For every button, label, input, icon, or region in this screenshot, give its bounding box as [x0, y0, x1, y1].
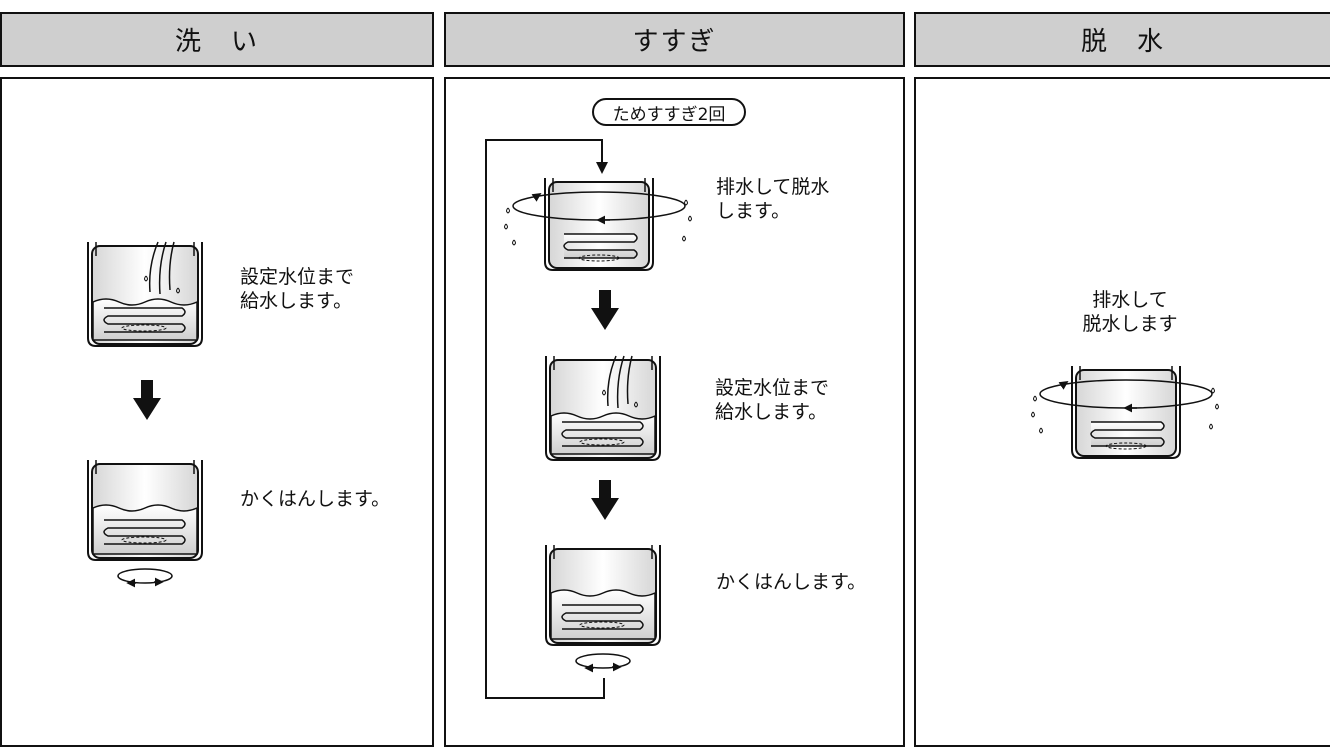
spin-title: 脱 水 [1080, 27, 1165, 57]
tub-spinning-icon [504, 178, 692, 271]
rinse-column: すすぎ ためすすぎ2回 [444, 0, 905, 747]
spin-header: 脱 水 [914, 12, 1330, 67]
rinse-step1-line2: します。 [716, 200, 791, 222]
wash-step1-line1: 設定水位まで [240, 266, 355, 288]
spin-step1-line2: 脱水します [1082, 313, 1178, 335]
wash-header: 洗 い [0, 12, 434, 67]
wash-title: 洗 い [174, 27, 259, 57]
wash-step1-label: 設定水位まで 給水します。 [240, 265, 354, 313]
wash-column: 洗 い [0, 0, 434, 747]
wash-step1-line2: 給水します。 [240, 290, 353, 312]
rinse-step3-label: かくはんします。 [716, 570, 866, 594]
spin-step1-line1: 排水して [1092, 289, 1168, 311]
rinse-step1-label: 排水して脱水 します。 [716, 175, 829, 223]
tub-filling-icon [545, 355, 661, 461]
spin-step1-label: 排水して 脱水します [1070, 288, 1190, 336]
loop-line [485, 139, 608, 699]
rinse-step2-line1: 設定水位まで [715, 377, 830, 399]
down-arrow-icon [591, 480, 619, 520]
down-arrow-icon [591, 290, 619, 330]
rinse-header: すすぎ [444, 12, 905, 67]
rinse-step2-line2: 給水します。 [715, 401, 828, 423]
tub-agitating-icon [545, 545, 661, 673]
rinse-loop-label: ためすすぎ2回 [592, 98, 746, 126]
down-arrow-icon [133, 380, 161, 420]
tub-agitating-icon [87, 460, 203, 588]
wash-panel [0, 77, 434, 747]
wash-step2-label: かくはんします。 [240, 487, 390, 511]
tub-spinning-icon [1031, 366, 1219, 459]
rinse-panel: ためすすぎ2回 [444, 77, 905, 747]
rinse-title: すすぎ [632, 27, 717, 57]
rinse-loop-label-text: ためすすぎ2回 [612, 104, 726, 125]
tub-filling-icon [87, 241, 203, 347]
rinse-step2-label: 設定水位まで 給水します。 [715, 376, 829, 424]
rinse-step1-line1: 排水して脱水 [716, 176, 830, 198]
wash-step2-line1: かくはんします。 [240, 488, 391, 510]
rinse-step3-line1: かくはんします。 [716, 571, 867, 593]
